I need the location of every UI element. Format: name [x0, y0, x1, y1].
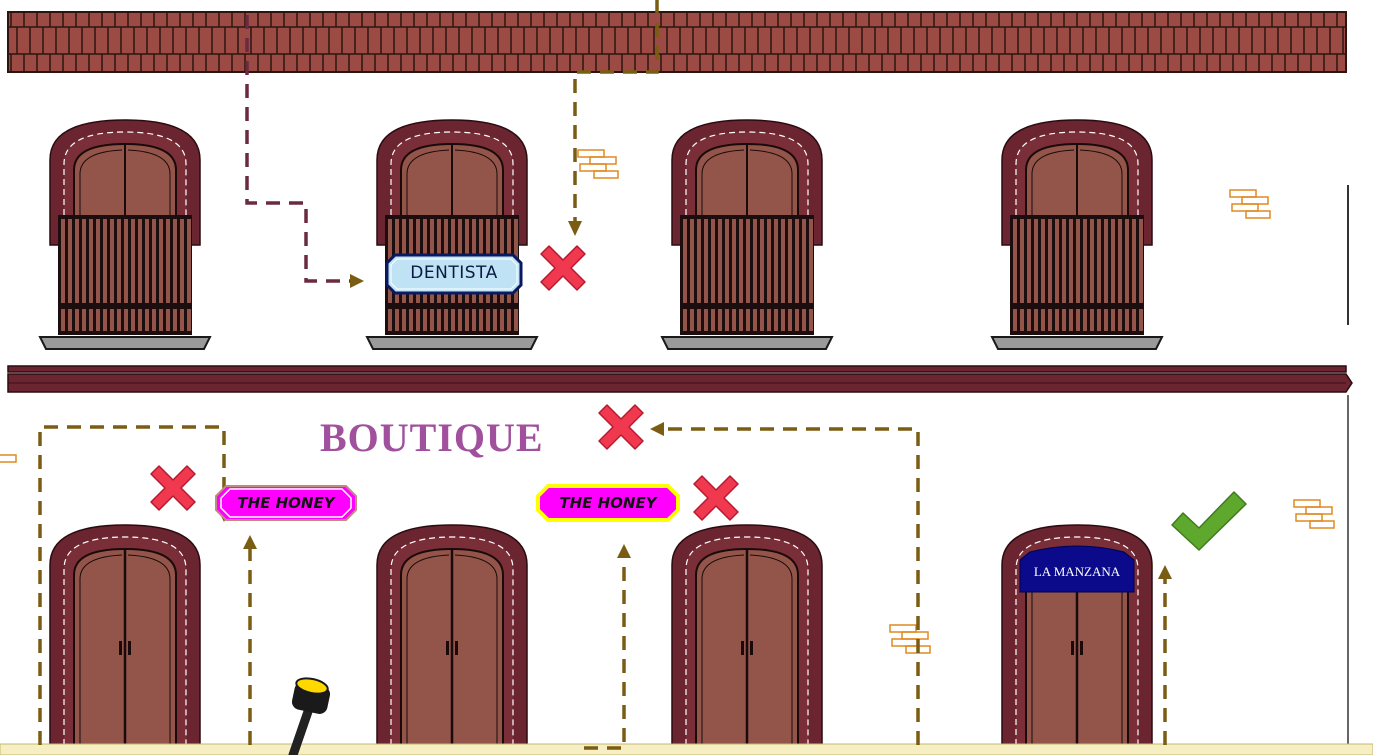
- dentista-sign-label: DENTISTA: [387, 255, 521, 291]
- arrow-head-manzana: [1158, 565, 1172, 579]
- upper-window-3: [662, 120, 832, 349]
- cross-icon: [694, 476, 738, 520]
- brick-detail-5: [0, 455, 16, 462]
- arrow-head-honey-right: [617, 544, 631, 558]
- street-door-1: [50, 525, 200, 755]
- guide-path-honey-right: [584, 560, 624, 748]
- brick-detail-3: [1294, 500, 1334, 528]
- honey-right-sign-label: THE HONEY: [538, 486, 678, 520]
- upper-window-4: [992, 120, 1162, 349]
- roof-tiles: [8, 12, 1346, 72]
- cross-icon: [599, 405, 643, 449]
- arrow-head-dentista: [350, 274, 364, 288]
- street-door-3: [672, 525, 822, 755]
- cross-icon: [151, 466, 195, 510]
- street-lamp-pointer[interactable]: [290, 676, 331, 755]
- floor-ledge: [8, 366, 1352, 392]
- brick-detail-2: [1230, 190, 1270, 218]
- arrow-head-honey-left: [243, 535, 257, 549]
- manzana-sign-label: LA MANZANA: [1020, 552, 1134, 592]
- brick-detail-1: [578, 150, 618, 178]
- brick-detail-4: [890, 625, 930, 653]
- sidewalk: [0, 744, 1373, 755]
- check-icon: [1172, 492, 1246, 550]
- honey-left-sign-label: THE HONEY: [216, 486, 356, 520]
- arrow-head-boutique: [650, 422, 664, 436]
- cross-icon: [541, 246, 585, 290]
- boutique-title: BOUTIQUE: [320, 414, 580, 464]
- upper-window-1: [40, 120, 210, 349]
- arrow-head-top: [568, 221, 582, 236]
- street-door-2: [377, 525, 527, 755]
- upper-window-2: [367, 120, 537, 349]
